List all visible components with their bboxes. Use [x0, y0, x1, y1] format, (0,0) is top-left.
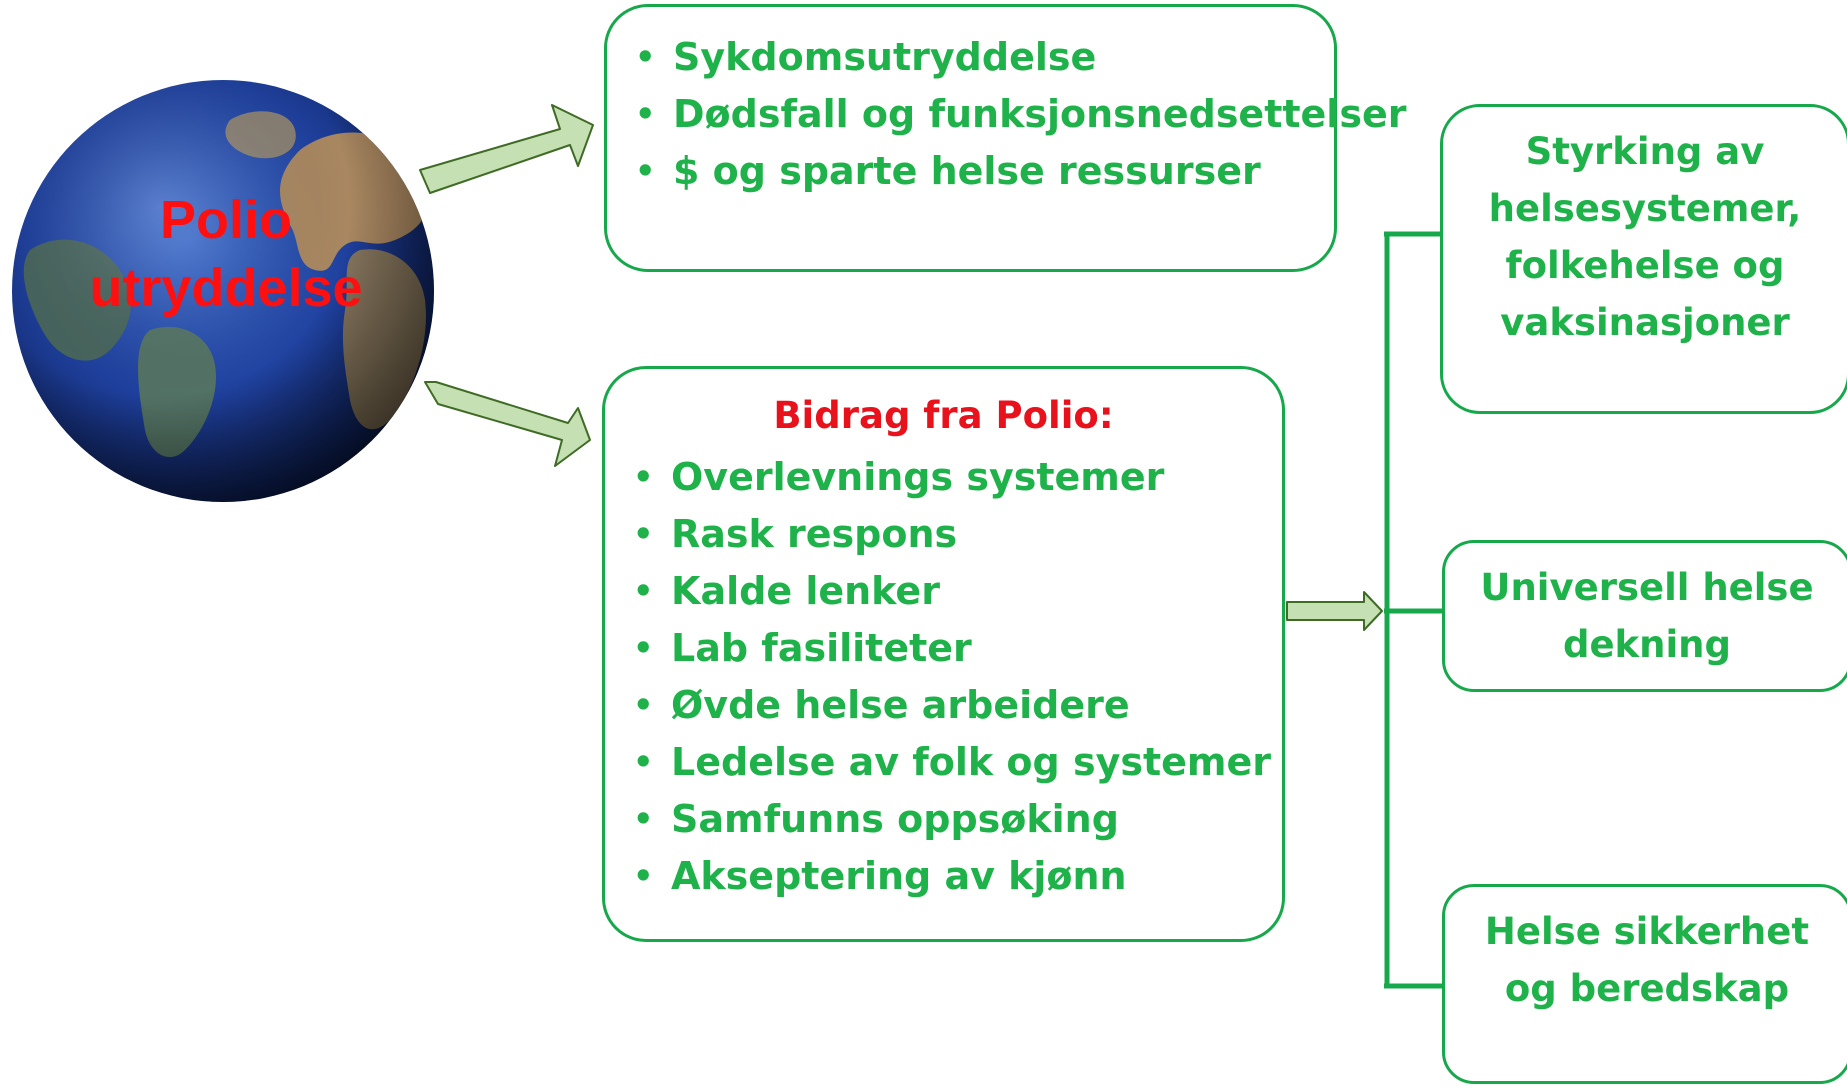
arrow-to-top-box: [419, 104, 594, 194]
arrow-to-bracket: [1286, 591, 1383, 631]
list-item: •Sykdomsutryddelse: [635, 35, 1097, 79]
list-item: •Overlevnings systemer: [633, 455, 1165, 499]
health-security-text: Helse sikkerhet og beredskap: [1484, 910, 1810, 1010]
list-item: •Lab fasiliteter: [633, 626, 972, 670]
health-systems-box: Styrking av helsesystemer, folkehelse og…: [1440, 104, 1847, 414]
contributions-box: Bidrag fra Polio: •Overlevnings systemer…: [602, 366, 1285, 942]
list-item: •Ledelse av folk og systemer: [633, 740, 1272, 784]
globe-label-line2: utryddelse: [89, 258, 363, 318]
contributions-heading: Bidrag fra Polio:: [773, 394, 1114, 437]
list-item: •Samfunns oppsøking: [633, 797, 1119, 841]
outcomes-box: •Sykdomsutryddelse •Dødsfall og funksjon…: [604, 4, 1406, 272]
globe-icon: [12, 80, 434, 502]
bracket-connector: [1384, 231, 1442, 989]
globe-label: Polio utryddelse: [0, 186, 452, 322]
list-item: •Øvde helse arbeidere: [633, 683, 1130, 727]
arrow-to-middle-box: [424, 381, 591, 467]
list-item: •Akseptering av kjønn: [633, 854, 1127, 898]
globe-label-line1: Polio: [160, 190, 292, 250]
outcomes-list: •Sykdomsutryddelse •Dødsfall og funksjon…: [621, 29, 1406, 200]
health-security-box: Helse sikkerhet og beredskap: [1442, 884, 1847, 1084]
list-item: •Dødsfall og funksjonsnedsettelser: [635, 92, 1407, 136]
universal-coverage-text: Universell helse dekning: [1480, 566, 1814, 666]
universal-coverage-box: Universell helse dekning: [1442, 540, 1847, 692]
list-item: •Rask respons: [633, 512, 958, 556]
list-item: •Kalde lenker: [633, 569, 940, 613]
list-item: •$ og sparte helse ressurser: [635, 149, 1261, 193]
contributions-list: •Overlevnings systemer •Rask respons •Ka…: [619, 449, 1271, 905]
health-systems-text: Styrking av helsesystemer, folkehelse og…: [1488, 130, 1802, 344]
